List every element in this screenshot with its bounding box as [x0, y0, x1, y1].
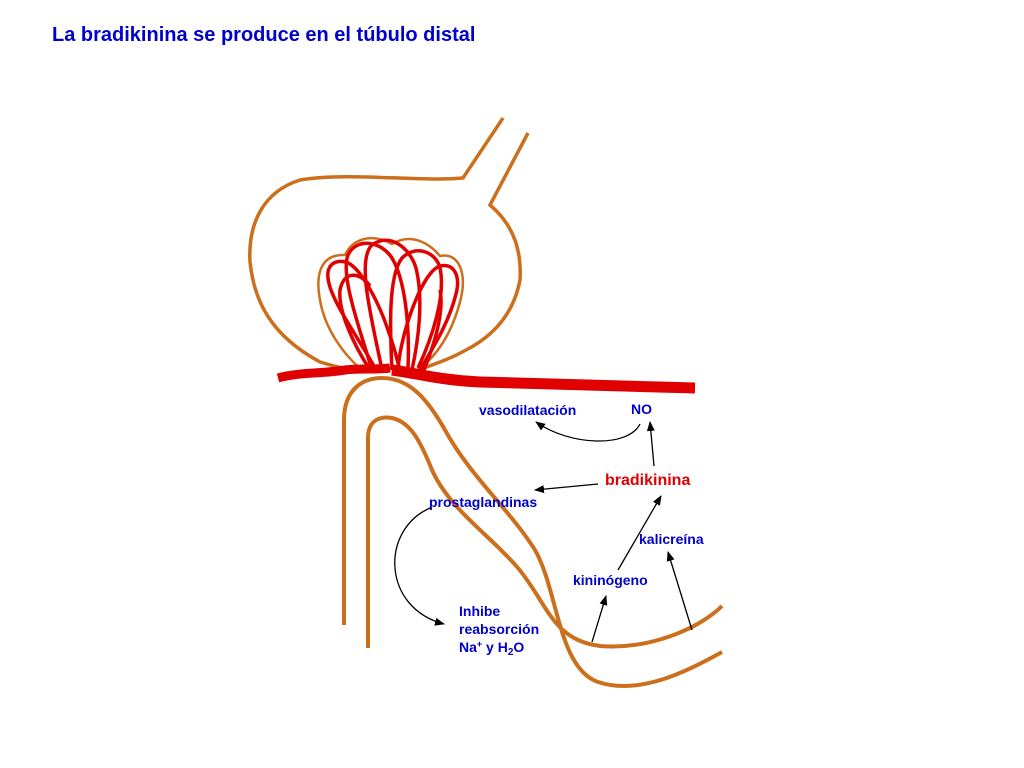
arrow-prostaglandinas-to-inhibe: [394, 507, 445, 626]
tubule-outer-wall: [342, 375, 723, 688]
arrow-tubule-to-kalicreina: [666, 551, 693, 631]
label-vasodilatacion: vasodilatación: [479, 402, 577, 418]
label-kininogeno: kininógeno: [573, 572, 648, 588]
inhibe-sub-2: 2: [507, 647, 514, 658]
bowman-capsule-outer: [248, 117, 505, 374]
label-kalicreina: kalicreína: [639, 531, 704, 547]
arrow-bradikinina-to-prostaglandinas: [534, 483, 599, 494]
bowman-capsule-outer-right: [417, 132, 530, 372]
label-no: NO: [631, 401, 652, 417]
arrow-tubule-to-kininogeno: [591, 595, 608, 643]
label-inhibe-reabsorcion: Inhibe reabsorción Na+ y H2O: [459, 602, 540, 658]
inhibe-line-1: Inhibe: [459, 603, 501, 619]
inhibe-na: Na: [459, 639, 477, 655]
arrow-bradikinina-to-no: [646, 421, 655, 467]
afferent-arteriole: [276, 363, 391, 383]
tubule-inner-wall: [366, 415, 724, 649]
label-prostaglandinas: prostaglandinas: [429, 494, 538, 510]
arrow-no-to-vasodilatacion: [535, 421, 641, 442]
inhibe-line-2: reabsorción: [459, 621, 540, 637]
inhibe-line-3: Na+ y H2O: [459, 638, 539, 658]
label-bradikinina: bradikinina: [605, 472, 691, 489]
efferent-arteriole: [391, 364, 696, 394]
page-title: La bradikinina se produce en el túbulo d…: [52, 24, 476, 46]
inhibe-o: O: [513, 639, 525, 655]
arrow-kininogeno-to-bradikinina: [617, 495, 662, 571]
inhibe-plus: +: [476, 639, 483, 649]
bowman-capsule-inner: [317, 237, 465, 371]
inhibe-y-h: y H: [482, 639, 508, 655]
glomerulus: [326, 238, 460, 371]
